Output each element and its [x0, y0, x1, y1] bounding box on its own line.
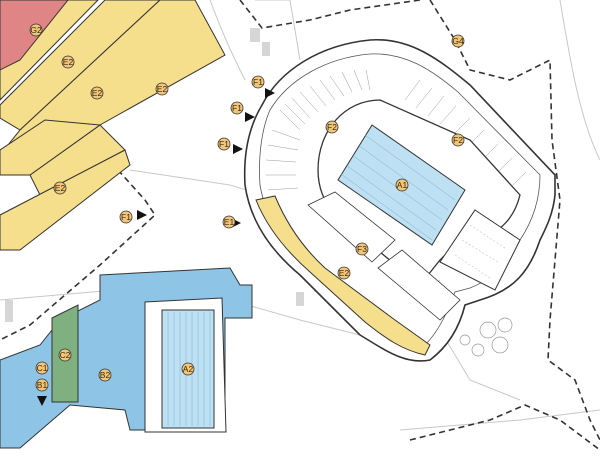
marker-e2-a	[61, 55, 75, 69]
marker-labels: G2 E2 E2 E2 E2 E2 F1 F1 F1 F1 E1 G4 F2 F…	[30, 25, 464, 390]
marker-f2-a	[325, 120, 339, 134]
marker-g4	[451, 34, 465, 48]
marker-g2	[29, 23, 43, 37]
label-g2: G2	[30, 25, 42, 35]
label-f1-d: F1	[121, 212, 131, 222]
label-e2-e: E2	[339, 268, 350, 278]
marker-c2	[58, 348, 72, 362]
diving-pool-lines	[454, 224, 506, 279]
label-g4: G4	[452, 36, 464, 46]
landscape-circles	[459, 317, 513, 357]
marker-f1-a	[251, 75, 265, 89]
label-b1: B1	[37, 380, 48, 390]
label-a1: A1	[397, 180, 408, 190]
marker-f1-b	[230, 101, 244, 115]
diving-pool	[439, 209, 521, 291]
e2-block-5	[0, 119, 102, 176]
arrow-icon	[245, 112, 255, 122]
marker-e1	[222, 215, 236, 229]
marker-a1	[395, 178, 409, 192]
marker-f3	[355, 242, 369, 256]
label-f1-b: F1	[232, 103, 242, 113]
arrow-icon	[137, 210, 147, 220]
marker-b2	[98, 368, 112, 382]
arrow-icon	[265, 88, 275, 98]
marker-c1	[35, 361, 49, 375]
marker-f1-d	[119, 210, 133, 224]
label-e2-d: E2	[55, 183, 66, 193]
marker-f1-c	[217, 137, 231, 151]
lower-stand	[377, 249, 461, 321]
label-a2: A2	[183, 364, 194, 374]
e2-stand-band	[255, 195, 431, 356]
f3-stand	[307, 191, 396, 263]
label-c1: C1	[37, 363, 48, 373]
label-f2-a: F2	[327, 122, 337, 132]
b2-building	[0, 267, 253, 449]
markers	[29, 23, 465, 392]
arrow-icon	[37, 396, 47, 406]
marker-e2-b	[90, 86, 104, 100]
label-f1-c: F1	[219, 139, 229, 149]
label-e2-c: E2	[157, 84, 168, 94]
label-f1-a: F1	[253, 77, 263, 87]
marker-e2-c	[155, 82, 169, 96]
label-c2: C2	[60, 350, 71, 360]
e2-block-6	[0, 149, 131, 251]
label-b2: B2	[100, 370, 111, 380]
arrow-icon	[233, 144, 243, 154]
label-e2-b: E2	[92, 88, 103, 98]
marker-e2-e	[337, 266, 351, 280]
yellow-blocks	[0, 0, 226, 251]
marker-a2	[181, 362, 195, 376]
marker-e2-d	[53, 181, 67, 195]
marker-f2-b	[451, 133, 465, 147]
marker-b1	[35, 378, 49, 392]
label-e1: E1	[224, 217, 235, 227]
label-f2-b: F2	[453, 135, 463, 145]
label-f3: F3	[357, 244, 367, 254]
label-e2-a: E2	[63, 57, 74, 67]
stadium	[243, 39, 556, 362]
